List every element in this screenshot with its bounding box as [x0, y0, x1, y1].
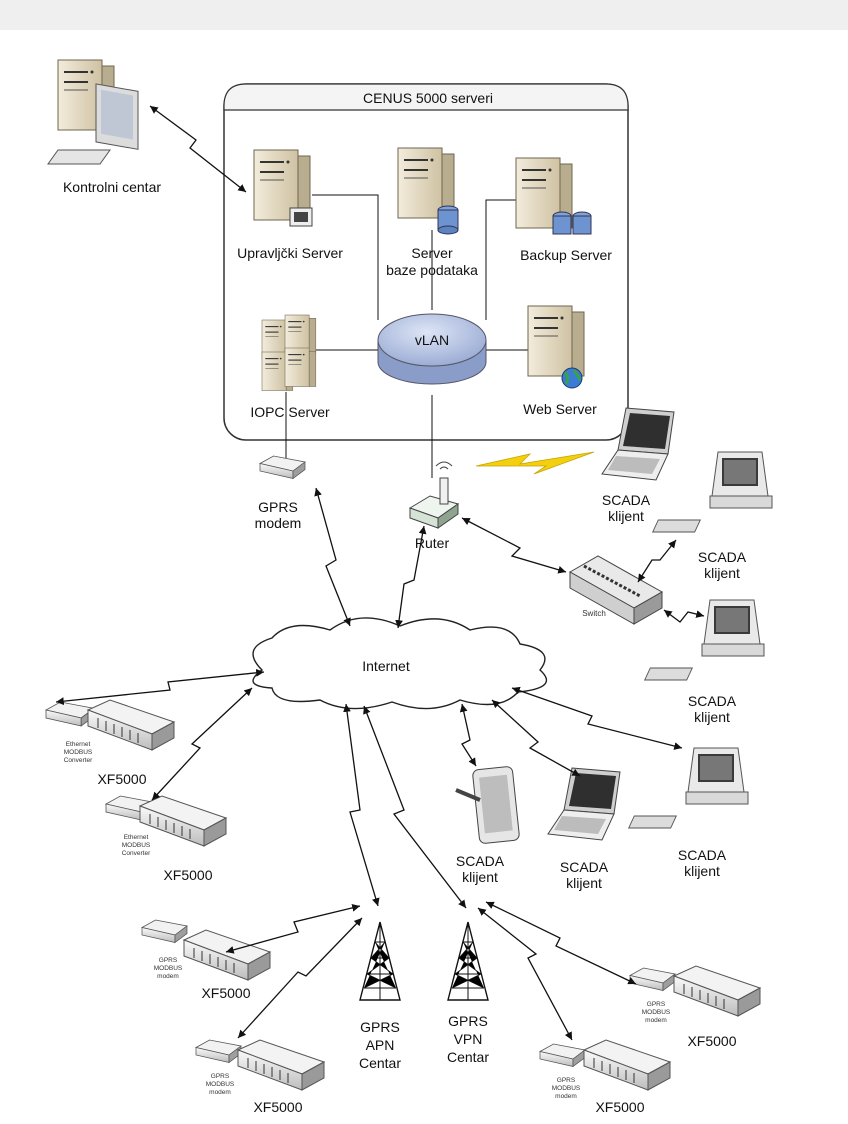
wireless-lightning-icon [475, 451, 595, 475]
xf5000-label-4: XF5000 [253, 1099, 302, 1115]
g3-line3: modem [157, 973, 179, 980]
management-server-label: Upravljčki Server [237, 245, 343, 261]
xf5000-gprs-4: GPRS MODBUS modem XF5000 [195, 1039, 325, 1115]
scada-client-laptop-bottom: SCADA klijent [547, 767, 621, 891]
scada-client-1-label-1: SCADA [602, 492, 651, 508]
vpn-label-1: GPRS [448, 1013, 488, 1029]
vpn-label-3: Centar [447, 1049, 489, 1065]
g3-line1: GPRS [159, 957, 178, 964]
eth1-line2: MODBUS [64, 749, 93, 756]
xf5000-gprs-6: GPRS MODBUS modem XF5000 [629, 965, 761, 1049]
database-server-label-1: Server [411, 245, 453, 261]
scada-client-desktop-bottom-label-1: SCADA [678, 847, 727, 863]
top-gray-bar [0, 0, 848, 30]
g3-line2: MODBUS [154, 965, 183, 972]
web-server: Web Server [523, 305, 597, 417]
management-server: Upravljčki Server [237, 149, 343, 261]
database-server-label-2: baze podataka [386, 262, 478, 278]
gprs-modem: GPRS modem [255, 455, 306, 531]
web-server-label: Web Server [523, 401, 597, 417]
eth2-line3: Converter [122, 850, 151, 857]
eth1-line3: Converter [64, 757, 93, 764]
xf5000-label-2: XF5000 [163, 867, 212, 883]
scada-client-tablet-label-1: SCADA [456, 853, 505, 869]
scada-client-desktop-3: SCADA klijent [644, 599, 765, 725]
g5-line3: modem [555, 1093, 577, 1100]
gprs-vpn-tower: GPRS VPN Centar [447, 921, 489, 1065]
scada-client-laptop-bottom-label-1: SCADA [560, 859, 609, 875]
eth1-line1: Ethernet [66, 741, 91, 748]
gprs-apn-tower: GPRS APN Centar [359, 921, 401, 1071]
g4-line1: GPRS [211, 1073, 230, 1080]
scada-client-2-label-2: klijent [704, 565, 740, 581]
switch: Switch [568, 555, 664, 625]
backup-server-label: Backup Server [520, 247, 612, 263]
xf5000-gprs-5: GPRS MODBUS modem XF5000 [539, 1039, 671, 1115]
gprs-modem-label-1: GPRS [258, 499, 298, 515]
scada-client-desktop-bottom-label-2: klijent [684, 863, 720, 879]
scada-client-desktop-bottom: SCADA klijent [628, 747, 749, 879]
g4-line3: modem [209, 1089, 231, 1096]
g6-line2: MODBUS [642, 1009, 671, 1016]
xf5000-label-3: XF5000 [201, 985, 250, 1001]
communication-links [55, 105, 705, 1041]
g6-line3: modem [645, 1017, 667, 1024]
xf5000-ethernet-2: Ethernet MODBUS Converter XF5000 [105, 795, 227, 883]
g6-line1: GPRS [647, 1001, 666, 1008]
switch-label: Switch [582, 609, 606, 618]
scada-client-tablet-label-2: klijent [462, 869, 498, 885]
vlan-label: vLAN [415, 332, 449, 348]
control-center-computer: Kontrolni centar [47, 59, 161, 195]
scada-client-laptop-1: SCADA klijent [601, 407, 675, 524]
xf5000-gprs-3: GPRS MODBUS modem XF5000 [141, 919, 271, 1001]
database-server: Server baze podataka [386, 147, 478, 278]
scada-client-2-label-1: SCADA [698, 549, 747, 565]
scada-client-tablet: SCADA klijent [455, 766, 520, 885]
xf5000-label-1: XF5000 [97, 771, 146, 787]
vpn-label-2: VPN [454, 1031, 483, 1047]
xf5000-label-6: XF5000 [687, 1033, 736, 1049]
router: Ruter [408, 461, 460, 551]
scada-client-desktop-2: SCADA klijent [652, 451, 773, 581]
vlan-hub: vLAN [377, 313, 487, 385]
g4-line2: MODBUS [206, 1081, 235, 1088]
gprs-modem-label-2: modem [255, 515, 302, 531]
eth2-line1: Ethernet [124, 834, 149, 841]
apn-label-1: GPRS [360, 1019, 400, 1035]
internet-label: Internet [362, 658, 410, 674]
scada-client-laptop-bottom-label-2: klijent [566, 875, 602, 891]
cluster-title: CENUS 5000 serveri [363, 90, 493, 106]
scada-client-3-label-2: klijent [694, 709, 730, 725]
apn-label-2: APN [366, 1037, 395, 1053]
scada-client-1-label-2: klijent [608, 508, 644, 524]
xf5000-ethernet-1: Ethernet MODBUS Converter XF5000 [45, 699, 175, 787]
g5-line1: GPRS [557, 1077, 576, 1084]
scada-client-3-label-1: SCADA [688, 693, 737, 709]
iopc-server: IOPC Server [250, 314, 330, 420]
internet-cloud: Internet [252, 617, 547, 710]
control-center-label: Kontrolni centar [63, 179, 161, 195]
eth2-line2: MODBUS [122, 842, 151, 849]
apn-label-3: Centar [359, 1055, 401, 1071]
backup-server: Backup Server [515, 157, 612, 263]
iopc-server-label: IOPC Server [250, 404, 330, 420]
xf5000-label-5: XF5000 [595, 1099, 644, 1115]
g5-line2: MODBUS [552, 1085, 581, 1092]
